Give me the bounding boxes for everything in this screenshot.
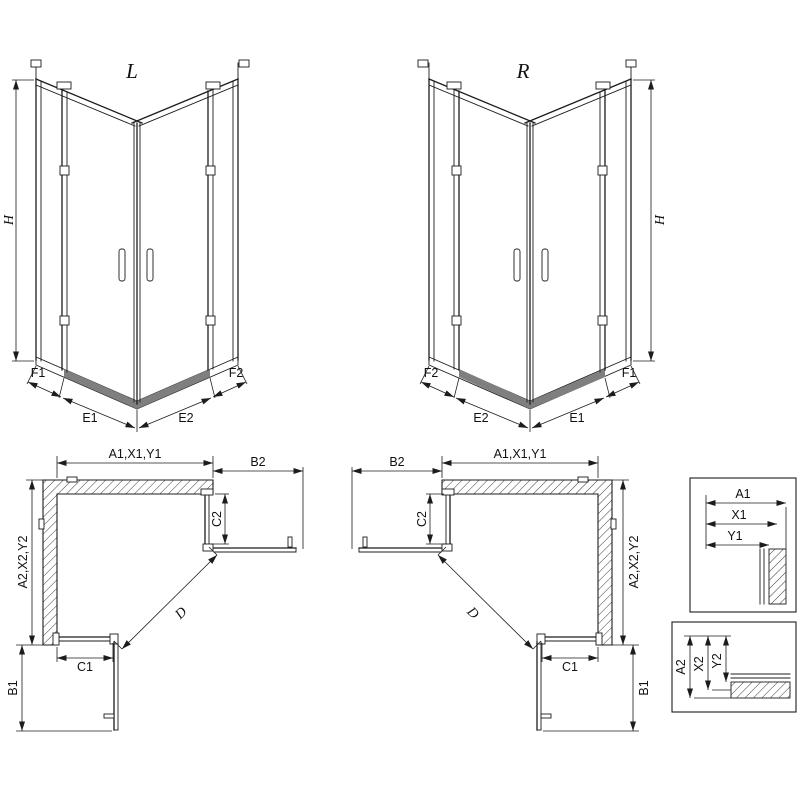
- door-hinge: [451, 165, 462, 176]
- dim-label-y1: Y1: [727, 529, 742, 543]
- detail-frame: [671, 621, 797, 713]
- door-hinge: [451, 315, 462, 326]
- wall-profile: [441, 488, 455, 496]
- door-hinge: [59, 165, 70, 176]
- right-plan-view: A1,X1,Y1 B2 C2 A2,X2,Y2 B1 C1 D: [351, 447, 651, 732]
- door-hinge: [205, 165, 216, 176]
- dim-label-d: D: [172, 605, 190, 623]
- dim-label-c2: C2: [210, 511, 224, 527]
- door-hinge: [597, 165, 608, 176]
- door-handle: [287, 536, 293, 548]
- door-threshold: [459, 369, 530, 409]
- dim-label-b2: B2: [250, 455, 265, 469]
- dim-label-y2: Y2: [710, 653, 724, 668]
- right-plan-dimensions: A1,X1,Y1 B2 C2 A2,X2,Y2 B1 C1 D: [351, 447, 651, 732]
- detail-box-bottom: A2 X2 Y2: [671, 621, 797, 713]
- door-handle: [541, 248, 549, 282]
- wall-anchor: [30, 59, 42, 68]
- right-elevation-view: R H: [417, 59, 668, 432]
- right-view-title: R: [516, 59, 530, 83]
- door-handle: [362, 536, 368, 548]
- dim-label-e2: E2: [178, 411, 193, 425]
- left-view-title: L: [125, 59, 138, 83]
- door-handle: [118, 248, 126, 282]
- door-hinge: [202, 543, 214, 552]
- dim-label-c1: C1: [562, 660, 578, 674]
- dim-label-x2: X2: [692, 656, 706, 671]
- door-handle: [513, 248, 521, 282]
- wall-anchor: [625, 59, 637, 68]
- wall-profile: [200, 488, 214, 496]
- door-hinge: [59, 315, 70, 326]
- dim-label-a1: A1: [735, 487, 750, 501]
- detail-box-top: A1 X1 Y1: [689, 477, 797, 613]
- wall-bracket: [38, 518, 45, 530]
- dim-label-f2: F2: [424, 366, 439, 380]
- top-clamp: [56, 81, 72, 90]
- dim-label-side-height: A2,X2,Y2: [627, 536, 641, 589]
- wall-bracket: [610, 518, 617, 530]
- dim-label-e1: E1: [82, 411, 97, 425]
- dim-label-e1: E1: [569, 411, 584, 425]
- dim-label-f1: F1: [622, 366, 637, 380]
- wall-profile: [595, 632, 603, 646]
- dim-label-b2: B2: [389, 455, 404, 469]
- dim-label-height: H: [653, 214, 668, 226]
- wall-bracket: [66, 476, 78, 483]
- wall-profile: [52, 632, 60, 646]
- door-handle: [540, 713, 552, 719]
- dim-label-top-width: A1,X1,Y1: [109, 447, 162, 461]
- dim-label-f2: F2: [229, 366, 244, 380]
- door-threshold: [530, 369, 605, 409]
- dim-label-b1: B1: [637, 680, 651, 695]
- top-clamp: [446, 81, 462, 90]
- dim-label-f1: F1: [31, 366, 46, 380]
- left-view-dimensions: H F1 E1 E2 F2: [2, 79, 248, 432]
- left-elevation-view: L: [2, 59, 250, 432]
- wall-bracket: [577, 476, 589, 483]
- wall-profile-section: [730, 681, 791, 699]
- wall-section: [441, 479, 613, 646]
- dim-label-side-height: A2,X2,Y2: [16, 536, 30, 589]
- top-clamp: [595, 81, 611, 90]
- wall-anchor: [417, 59, 429, 68]
- wall-section: [42, 479, 214, 646]
- dim-label-d: D: [463, 604, 481, 622]
- top-clamp: [205, 81, 221, 90]
- dim-label-a2: A2: [674, 659, 688, 674]
- dim-label-b1: B1: [6, 680, 20, 695]
- door-hinge: [597, 315, 608, 326]
- door-handle: [103, 713, 115, 719]
- dim-label-top-width: A1,X1,Y1: [494, 447, 547, 461]
- dim-label-height: H: [2, 214, 17, 226]
- dim-label-c2: C2: [415, 511, 429, 527]
- wall-anchor: [238, 59, 250, 68]
- door-hinge: [205, 315, 216, 326]
- wall-profile-section: [768, 548, 787, 605]
- left-plan-dimensions: A1,X1,Y1 B2 C2 A2,X2,Y2 B1 C1 D: [6, 447, 304, 732]
- dim-label-x1: X1: [731, 508, 746, 522]
- dim-label-e2: E2: [473, 411, 488, 425]
- right-view-dimensions: H F2 E2 E1 F1: [419, 79, 668, 432]
- door-handle: [146, 248, 154, 282]
- dim-label-c1: C1: [77, 660, 93, 674]
- left-plan-view: A1,X1,Y1 B2 C2 A2,X2,Y2 B1 C1 D: [6, 447, 304, 732]
